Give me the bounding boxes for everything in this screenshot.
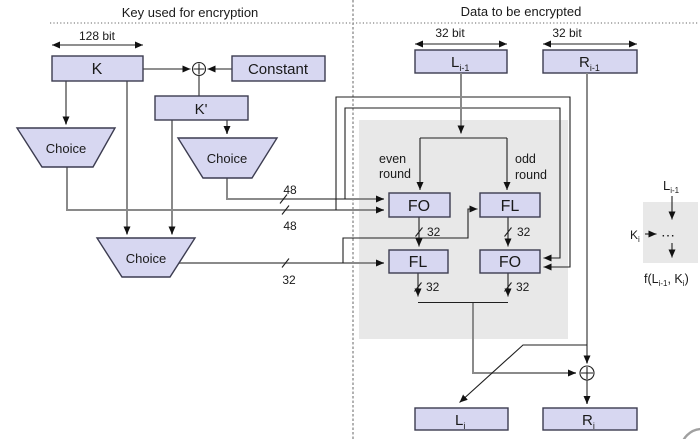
label-choice3: Choice — [126, 251, 166, 266]
bus-width-marks: 48 48 32 — [279, 183, 297, 287]
title-data-section: Data to be encrypted — [461, 4, 582, 19]
box-fl2 — [388, 249, 449, 274]
key-wires — [62, 65, 571, 271]
trapezoid-choice1 — [15, 127, 117, 168]
label-fo1: FO — [408, 198, 430, 215]
label-r-prev: Ri-1 — [579, 54, 600, 73]
label-128bit: 128 bit — [79, 29, 116, 43]
title-key-section: Key used for encryption — [122, 5, 259, 20]
label-even-round: round — [379, 167, 411, 181]
bus-tick-48-lower — [281, 205, 290, 215]
label-fl1: FL — [501, 198, 520, 215]
wire-kl-branch-to-fl1 — [342, 205, 478, 263]
label-even: even — [379, 152, 406, 166]
label-fl2: FL — [409, 254, 428, 271]
trapezoid-choice3 — [95, 237, 197, 278]
trapezoid-choice2 — [176, 137, 279, 179]
box-fl1 — [479, 192, 541, 218]
label-choice2: Choice — [207, 151, 247, 166]
label-k: K — [92, 61, 103, 78]
bus-tick-48-upper — [279, 194, 288, 204]
label-choice1: Choice — [46, 141, 86, 156]
section-separators — [50, 0, 698, 439]
wire-f-out-to-xor — [472, 303, 576, 377]
xor-plus-icon — [581, 367, 593, 379]
label-kprime: K' — [195, 101, 208, 118]
tick-fo1-out — [415, 227, 423, 237]
core-width-marks: 32 32 32 32 — [414, 225, 531, 294]
wire-wrap-48-to-fo2-lower — [335, 96, 571, 271]
label-fo2: FO — [499, 254, 521, 271]
wire-choice1-48-to-fo1 — [66, 167, 384, 214]
wire-wrap-48-to-fo2-upper — [344, 107, 561, 262]
box-r-next — [542, 407, 638, 431]
xor-key-constant — [191, 61, 207, 77]
box-fo1 — [388, 192, 451, 218]
wire-rprev-swap-to-lnext — [459, 344, 587, 403]
label-32bit-left: 32 bit — [435, 26, 465, 40]
label-fo1-out-32: 32 — [427, 225, 441, 239]
mini-f-legend: Li-1 Ki ⋯ f(Li-1, Ki) — [630, 178, 698, 288]
bus-tick-32-kl — [281, 258, 290, 268]
label-48-lower: 48 — [283, 219, 297, 233]
box-l-next — [414, 407, 509, 431]
label-32bit-right: 32 bit — [552, 26, 582, 40]
xor-feistel — [579, 365, 595, 381]
label-32-kl: 32 — [282, 273, 296, 287]
box-k — [51, 55, 144, 82]
xor-plus-icon — [193, 63, 205, 75]
corner-arc-decoration — [682, 427, 700, 439]
label-odd: odd — [515, 152, 536, 166]
mini-label-f-output: f(Li-1, Ki) — [644, 272, 689, 288]
label-l-prev: Li-1 — [451, 54, 469, 73]
wire-choice2-48-to-fo1 — [226, 178, 384, 203]
label-fl1-out-32: 32 — [517, 225, 531, 239]
data-wires — [414, 73, 591, 404]
mini-dots: ⋯ — [661, 227, 675, 243]
label-l-next: Li — [455, 412, 465, 431]
tick-fo2-out — [504, 282, 512, 292]
label-fl2-out-32: 32 — [426, 280, 440, 294]
tick-fl1-out — [504, 227, 512, 237]
box-constant — [231, 55, 326, 82]
box-fo2 — [479, 249, 541, 274]
label-r-next: Ri — [582, 412, 595, 431]
mini-label-ki: Ki — [630, 228, 640, 244]
label-48-upper: 48 — [283, 183, 297, 197]
label-constant: Constant — [248, 61, 309, 78]
mini-label-l-prev: Li-1 — [663, 178, 680, 195]
label-fo2-out-32: 32 — [516, 280, 530, 294]
tick-fl2-out — [414, 282, 422, 292]
bit-width-measures: 128 bit 32 bit 32 bit — [52, 26, 637, 49]
box-r-prev — [542, 49, 638, 74]
box-kprime — [154, 95, 249, 121]
label-odd-round: round — [515, 168, 547, 182]
